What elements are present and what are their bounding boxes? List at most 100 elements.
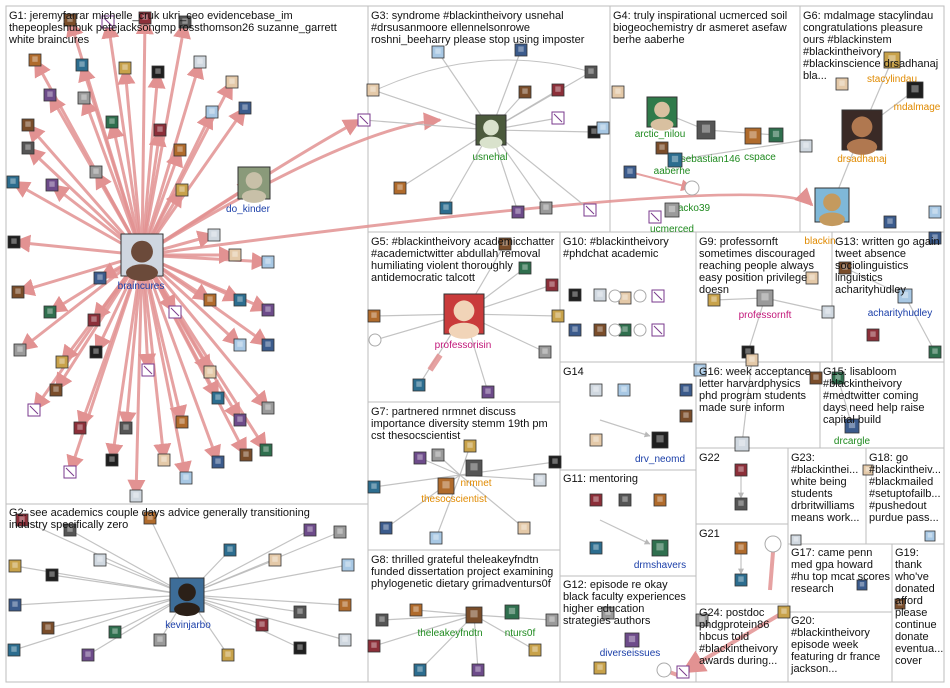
- node-159[interactable]: [409, 603, 423, 617]
- node-31[interactable]: [87, 313, 101, 327]
- node-138[interactable]: [805, 271, 819, 285]
- node-10[interactable]: [151, 65, 165, 79]
- node-185[interactable]: [734, 463, 748, 477]
- node-174[interactable]: [589, 541, 603, 555]
- node-123[interactable]: [593, 288, 607, 302]
- node-22[interactable]: [89, 165, 103, 179]
- node-187[interactable]: [734, 541, 748, 555]
- node-96[interactable]: [611, 85, 625, 99]
- node-drmshavers[interactable]: [651, 539, 669, 557]
- node-13[interactable]: [205, 105, 219, 119]
- node-131[interactable]: [633, 289, 647, 303]
- node-30[interactable]: [43, 305, 57, 319]
- node-82[interactable]: [366, 83, 380, 97]
- node-39[interactable]: [141, 363, 155, 377]
- node-189[interactable]: [764, 535, 782, 553]
- node-75[interactable]: [338, 598, 352, 612]
- node-128[interactable]: [618, 323, 632, 337]
- node-braincures[interactable]: [120, 233, 164, 282]
- node-179[interactable]: [734, 436, 750, 452]
- node-89[interactable]: [393, 181, 407, 195]
- node-70[interactable]: [8, 598, 22, 612]
- node-180[interactable]: [745, 353, 759, 367]
- node-158[interactable]: [375, 613, 389, 627]
- node-arctic-nilou[interactable]: [646, 96, 678, 131]
- node-48[interactable]: [211, 391, 225, 405]
- node-29[interactable]: [11, 285, 25, 299]
- node-192[interactable]: [676, 665, 690, 679]
- node-167[interactable]: [617, 383, 631, 397]
- node-25[interactable]: [207, 228, 221, 242]
- node-194[interactable]: [862, 464, 874, 476]
- node-33[interactable]: [203, 293, 217, 307]
- node-129[interactable]: [651, 323, 665, 337]
- node-160[interactable]: [413, 663, 427, 677]
- node-95[interactable]: [357, 113, 371, 127]
- node-40[interactable]: [203, 365, 217, 379]
- node-178[interactable]: [656, 662, 672, 678]
- node-163[interactable]: [528, 643, 542, 657]
- node-162[interactable]: [545, 613, 559, 627]
- node-91[interactable]: [511, 205, 525, 219]
- node-16[interactable]: [105, 115, 119, 129]
- node-83[interactable]: [431, 45, 445, 59]
- node-173[interactable]: [653, 493, 667, 507]
- node-59[interactable]: [15, 513, 29, 527]
- node-54[interactable]: [157, 453, 171, 467]
- node-acko39[interactable]: [684, 180, 700, 196]
- node-169[interactable]: [679, 409, 693, 423]
- node-132[interactable]: [608, 323, 622, 337]
- node-blackin[interactable]: [814, 187, 850, 227]
- node-8[interactable]: [77, 91, 91, 105]
- node-121[interactable]: [551, 309, 565, 323]
- node-thesocscientist[interactable]: [437, 477, 455, 495]
- node-6[interactable]: [75, 58, 89, 72]
- node-183[interactable]: [809, 371, 823, 385]
- node-122[interactable]: [568, 288, 582, 302]
- node-193[interactable]: [790, 534, 802, 546]
- node-drcargle[interactable]: [844, 418, 860, 434]
- node-24[interactable]: [7, 235, 21, 249]
- node-professorisin[interactable]: [443, 293, 485, 339]
- node-2[interactable]: [101, 15, 115, 29]
- node-1[interactable]: [63, 13, 77, 27]
- node-188[interactable]: [734, 573, 748, 587]
- node-53[interactable]: [129, 489, 143, 503]
- node-117[interactable]: [367, 309, 381, 323]
- node-196[interactable]: [856, 579, 868, 591]
- node-grimadventurs0f[interactable]: [504, 604, 520, 620]
- node-68[interactable]: [268, 553, 282, 567]
- node-28[interactable]: [93, 271, 107, 285]
- node-do-kinder[interactable]: [237, 166, 271, 203]
- node-110[interactable]: [835, 77, 849, 91]
- node-125[interactable]: [651, 289, 665, 303]
- node-168[interactable]: [679, 383, 693, 397]
- node-171[interactable]: [589, 493, 603, 507]
- node-42[interactable]: [261, 338, 275, 352]
- node-66[interactable]: [45, 568, 59, 582]
- node-141[interactable]: [838, 261, 852, 275]
- node-professornft[interactable]: [756, 289, 774, 307]
- node-120[interactable]: [538, 345, 552, 359]
- node-151[interactable]: [533, 473, 547, 487]
- node-ucmerced[interactable]: [664, 202, 680, 218]
- node-116[interactable]: [368, 333, 382, 347]
- node-165[interactable]: [589, 383, 603, 397]
- node-11[interactable]: [193, 55, 207, 69]
- node-114[interactable]: [518, 261, 532, 275]
- node-157[interactable]: [367, 639, 381, 653]
- node-186[interactable]: [734, 497, 748, 511]
- node-109[interactable]: [799, 139, 813, 153]
- node-153[interactable]: [429, 531, 443, 545]
- node-18[interactable]: [21, 141, 35, 155]
- node-71[interactable]: [41, 621, 55, 635]
- node-34[interactable]: [233, 293, 247, 307]
- node-97[interactable]: [596, 121, 610, 135]
- node-58[interactable]: [259, 443, 273, 457]
- node-161[interactable]: [471, 663, 485, 677]
- node-usnehal[interactable]: [475, 114, 507, 149]
- node-100[interactable]: [768, 127, 784, 143]
- node-77[interactable]: [81, 648, 95, 662]
- node-130[interactable]: [608, 289, 622, 303]
- node-46[interactable]: [119, 421, 133, 435]
